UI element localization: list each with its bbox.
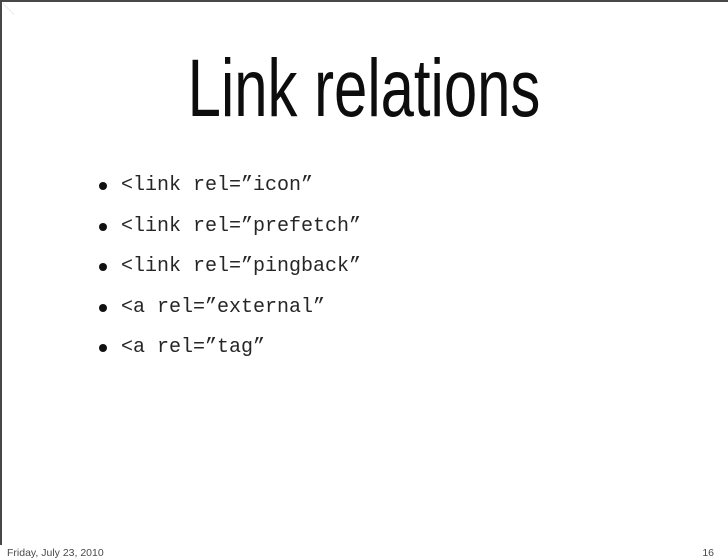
bullet-text: <a rel=”tag” <box>121 336 266 359</box>
bullet-text: <a rel=”external” <box>121 295 326 319</box>
list-item: <link rel=”pingback” <box>99 257 361 277</box>
bullet-dot <box>99 222 107 231</box>
bullet-dot <box>99 182 107 190</box>
bullet-text: <link rel=”prefetch” <box>121 214 362 238</box>
bullet-text: <link rel=”icon” <box>121 174 314 197</box>
slide-left-border <box>0 0 2 545</box>
footer-date: Friday, July 23, 2010 <box>7 547 104 559</box>
slide-top-border <box>0 0 728 2</box>
bullet-dot <box>99 303 107 312</box>
list-item: <link rel=”icon” <box>99 176 361 196</box>
slide-title: Link relations <box>187 43 541 134</box>
bullet-dot <box>99 344 107 352</box>
list-item: <a rel=”tag” <box>99 338 361 358</box>
bullet-list: <link rel=”icon” <link rel=”prefetch” <l… <box>99 176 361 358</box>
bullet-dot <box>99 263 107 271</box>
corner-artifact <box>2 3 15 16</box>
footer-page-number: 16 <box>702 547 714 559</box>
bullet-text: <link rel=”pingback” <box>121 255 362 278</box>
list-item: <link rel=”prefetch” <box>99 214 362 238</box>
list-item: <a rel=”external” <box>99 295 361 319</box>
